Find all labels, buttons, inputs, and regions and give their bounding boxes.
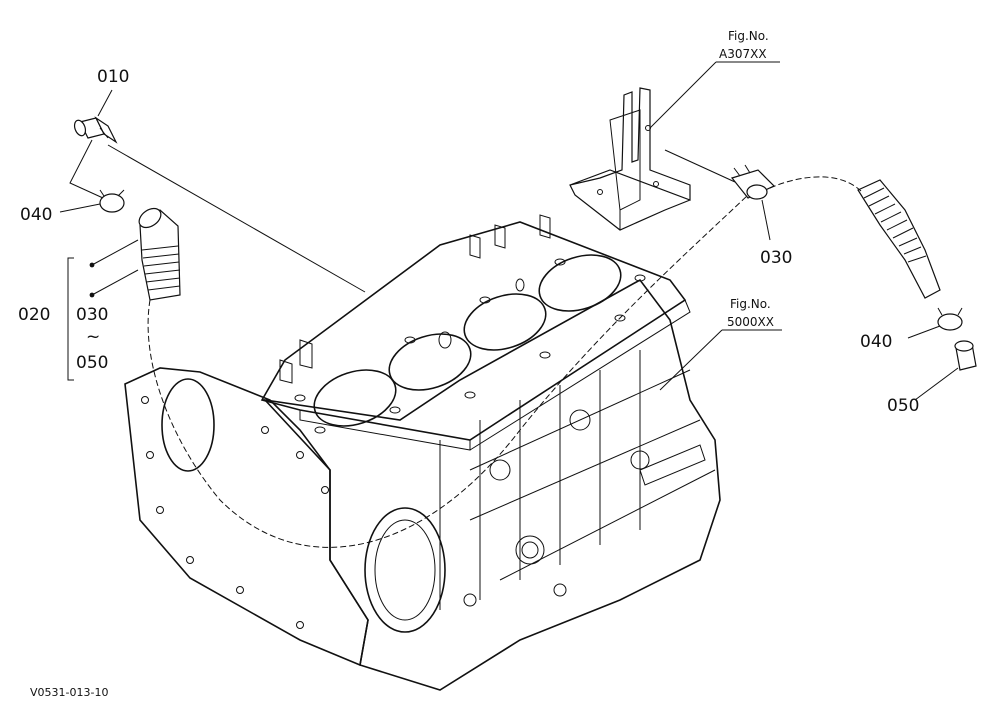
- callout-labels: 010 040 020 030 ~ 050 030 040 050: [18, 67, 919, 416]
- top-bosses: [279, 214, 551, 384]
- mounting-bracket: [569, 87, 691, 231]
- deck-passages: [294, 258, 646, 434]
- cylinder-bores: [313, 254, 622, 427]
- fig-a-label: Fig.No.: [728, 29, 769, 43]
- hose-right: [857, 179, 941, 299]
- housing-bolt-holes: [141, 396, 329, 629]
- cap-050: [954, 340, 977, 371]
- fig-b-number: 5000XX: [727, 315, 774, 329]
- clamp-030-right: [730, 164, 776, 200]
- callout-050-right: 050: [887, 396, 919, 416]
- callout-040-right: 040: [860, 332, 892, 352]
- leader-lines: [59, 61, 959, 401]
- callout-020: 020: [18, 305, 50, 325]
- engine-block: [124, 214, 721, 691]
- fig-a-number: A307XX: [719, 47, 767, 61]
- fig-b-label: Fig.No.: [730, 297, 771, 311]
- callout-tilde: ~: [86, 327, 100, 347]
- callout-030-left: 030: [76, 305, 108, 325]
- hose-030-left: [138, 207, 181, 301]
- drawing-id: V0531-013-10: [30, 686, 108, 699]
- callout-010: 010: [97, 67, 129, 87]
- figure-references: Fig.No. A307XX Fig.No. 5000XX: [719, 29, 774, 329]
- callout-040-left: 040: [20, 205, 52, 225]
- hose-routing: [147, 176, 863, 548]
- callout-030-right: 030: [760, 248, 792, 268]
- callout-050-left: 050: [76, 353, 108, 373]
- connector-010: [73, 116, 118, 144]
- clamp-040-left: [99, 189, 125, 213]
- clamp-040-right: [937, 307, 963, 331]
